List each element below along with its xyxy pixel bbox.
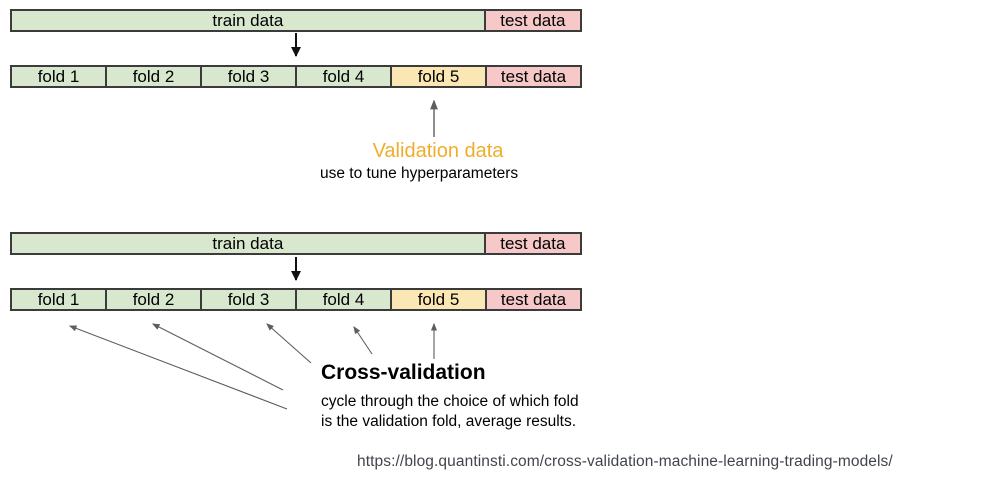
- cv-arrow-to-fold-1: [68, 325, 288, 410]
- fold-4-cell-2: fold 4: [295, 290, 390, 309]
- train-test-bar-1: train data test data: [10, 9, 582, 32]
- cross-validation-title: Cross-validation: [321, 361, 486, 384]
- train-test-bar-2: train data test data: [10, 232, 582, 255]
- fold-3-cell-2: fold 3: [200, 290, 295, 309]
- train-data-cell-2: train data: [12, 234, 484, 253]
- fold-5-validation-cell-1: fold 5: [390, 67, 485, 86]
- cv-arrow-to-fold-2: [151, 323, 284, 391]
- cross-validation-body-line-1: cycle through the choice of which fold: [321, 393, 579, 410]
- test-data-cell-1: test data: [483, 11, 580, 30]
- validation-data-label: Validation data: [372, 140, 504, 162]
- fold-1-cell-2: fold 1: [12, 290, 105, 309]
- train-data-cell-1: train data: [12, 11, 484, 30]
- fold-1-cell-1: fold 1: [12, 67, 105, 86]
- folds-bar-2: fold 1 fold 2 fold 3 fold 4 fold 5 test …: [10, 288, 582, 311]
- test-data-cell-folds-2: test data: [485, 290, 580, 309]
- folds-bar-1: fold 1 fold 2 fold 3 fold 4 fold 5 test …: [10, 65, 582, 88]
- fold-2-cell-1: fold 2: [105, 67, 200, 86]
- cross-validation-annotation: Cross-validation cycle through the choic…: [321, 361, 579, 432]
- cv-arrow-to-fold-4: [353, 326, 373, 355]
- test-data-cell-folds-1: test data: [485, 67, 580, 86]
- fold-2-cell-2: fold 2: [105, 290, 200, 309]
- cv-arrow-to-fold-3: [266, 323, 312, 364]
- fold-3-cell-1: fold 3: [200, 67, 295, 86]
- validation-data-subtitle: use to tune hyperparameters: [320, 165, 519, 182]
- fold-4-cell-1: fold 4: [295, 67, 390, 86]
- cross-validation-body-line-2: is the validation fold, average results.: [321, 413, 577, 430]
- test-data-cell-2: test data: [483, 234, 580, 253]
- source-url-text: https://blog.quantinsti.com/cross-valida…: [357, 453, 893, 470]
- fold-5-validation-cell-2: fold 5: [390, 290, 485, 309]
